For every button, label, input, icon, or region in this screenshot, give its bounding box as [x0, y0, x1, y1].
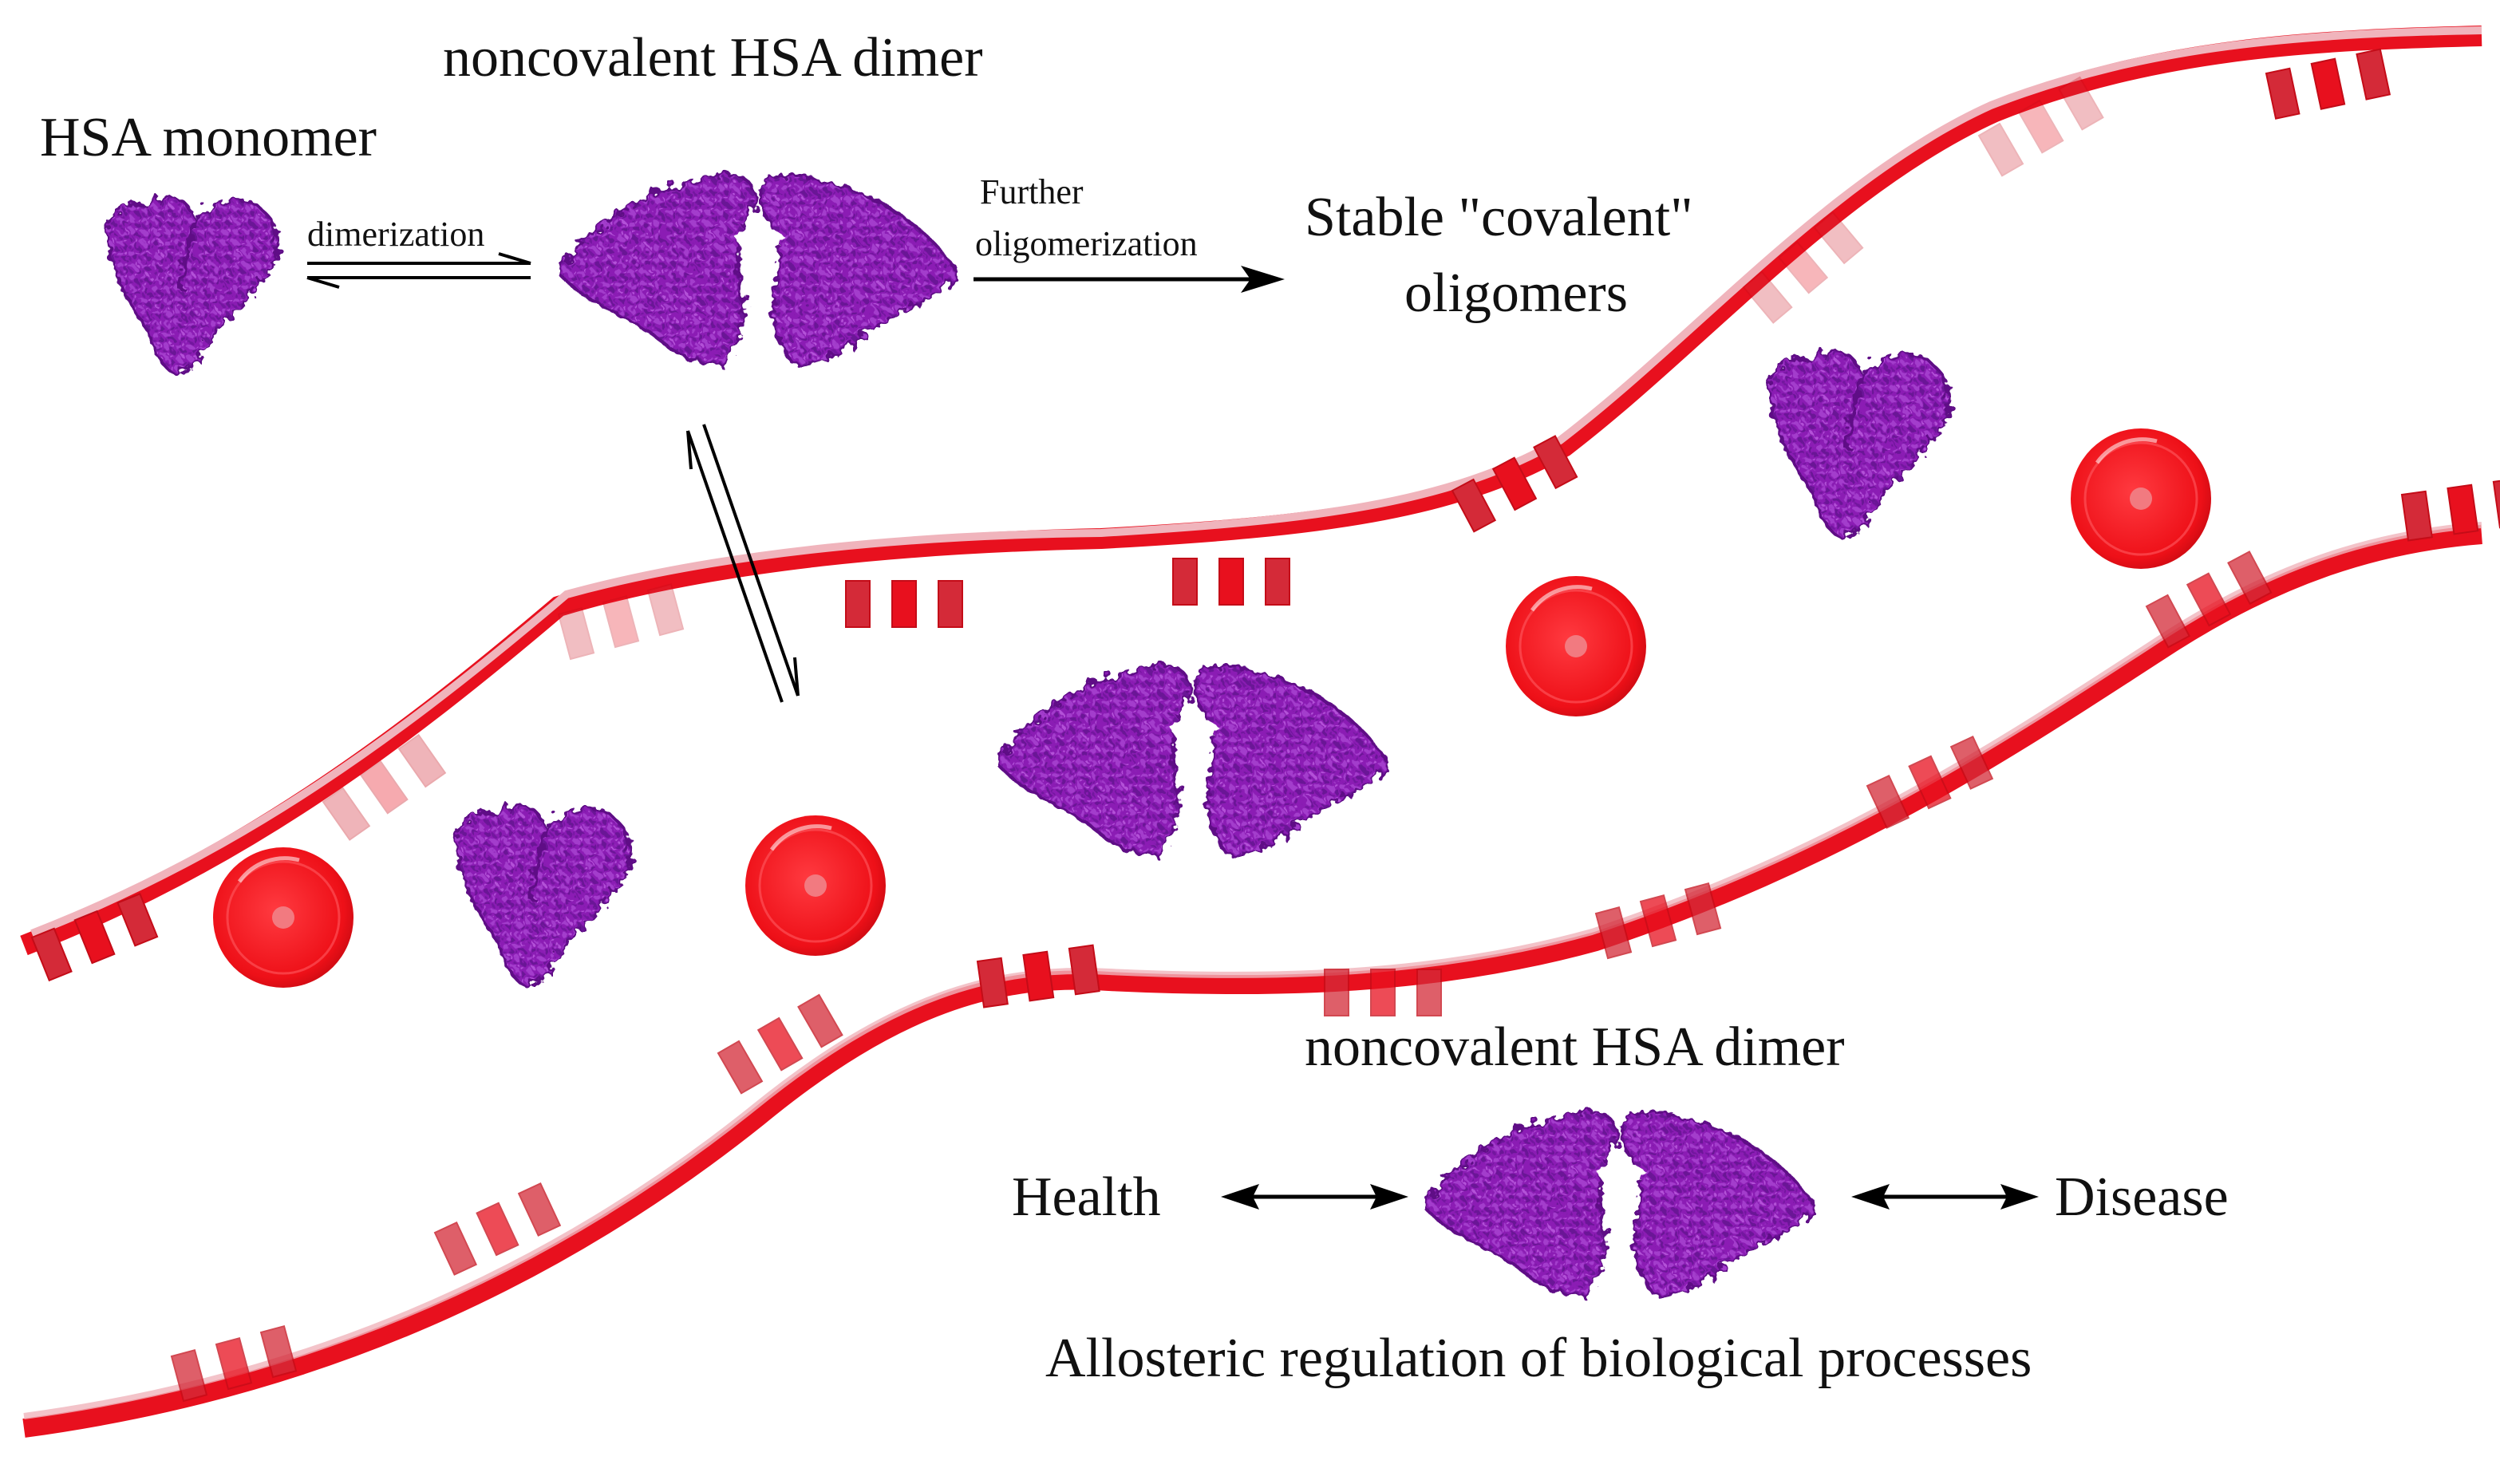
monomer-label: HSA monomer [40, 107, 377, 168]
health-label: Health [1012, 1166, 1161, 1228]
dimerization-equilibrium-arrow [306, 252, 531, 289]
vessel-ridge-group [1324, 969, 1442, 1016]
vessel-ridge-group [1866, 735, 1994, 829]
further-oligomerization-arrow [974, 266, 1285, 293]
disease-label: Disease [2055, 1166, 2229, 1228]
vessel-ridge-group [2400, 477, 2500, 542]
vessel-ridge-group [976, 944, 1100, 1008]
red-blood-cell-icon [745, 815, 886, 956]
blood-vessel-walls [20, 26, 2482, 1438]
dimerization-label: dimerization [307, 215, 484, 254]
hsa-monomer-protein-icon [107, 197, 278, 374]
top-dimer-label: noncovalent HSA dimer [443, 27, 983, 89]
oligomerization-label: oligomerization [975, 224, 1198, 263]
vessel-ridge-group [1451, 435, 1578, 533]
red-blood-cell-icon [2071, 428, 2211, 569]
red-blood-cell-icon [1506, 576, 1646, 716]
vessel-ridge-group [1742, 211, 1864, 324]
hsa-dimer-protein-icon [559, 174, 958, 368]
hsa-monomer-protein-icon [1769, 351, 1949, 539]
vessel-wall-ridges [30, 48, 2500, 1403]
allosteric-regulation-label: Allosteric regulation of biological proc… [1045, 1328, 2032, 1389]
vessel-equilibrium-arrow [686, 424, 800, 703]
vessel-ridge-group [717, 993, 843, 1095]
vessel-ridge-group [557, 582, 685, 661]
vessel-ridge-group [170, 1324, 298, 1403]
hsa-dimer-protein-icon [1424, 1111, 1815, 1299]
vessel-ridge-group [1594, 882, 1722, 960]
vessel-ridge-group [1977, 76, 2104, 177]
vessel-ridge-group [30, 893, 159, 982]
red-blood-cell-icon [213, 847, 353, 988]
vessel-ridge-group [845, 580, 963, 628]
vessel-ridge-group [2145, 551, 2273, 649]
hsa-monomer-protein-icon [456, 805, 631, 986]
upper-vessel-wall [20, 26, 2482, 956]
lower-vessel-wall [22, 525, 2482, 1438]
stable-oligomers-label: Stable "covalent" [1305, 187, 1693, 248]
vessel-ridge-group [322, 733, 447, 841]
further-label: Further [980, 172, 1084, 211]
vessel-ridge-group [433, 1182, 562, 1276]
disease-double-arrow [1851, 1184, 2039, 1210]
bottom-dimer-label: noncovalent HSA dimer [1305, 1016, 1845, 1078]
oligomers-label: oligomers [1404, 262, 1628, 324]
vessel-ridge-group [2265, 48, 2391, 120]
hsa-dimer-protein-icon [997, 665, 1388, 858]
vessel-ridge-group [1172, 558, 1290, 606]
health-double-arrow [1221, 1184, 1408, 1210]
